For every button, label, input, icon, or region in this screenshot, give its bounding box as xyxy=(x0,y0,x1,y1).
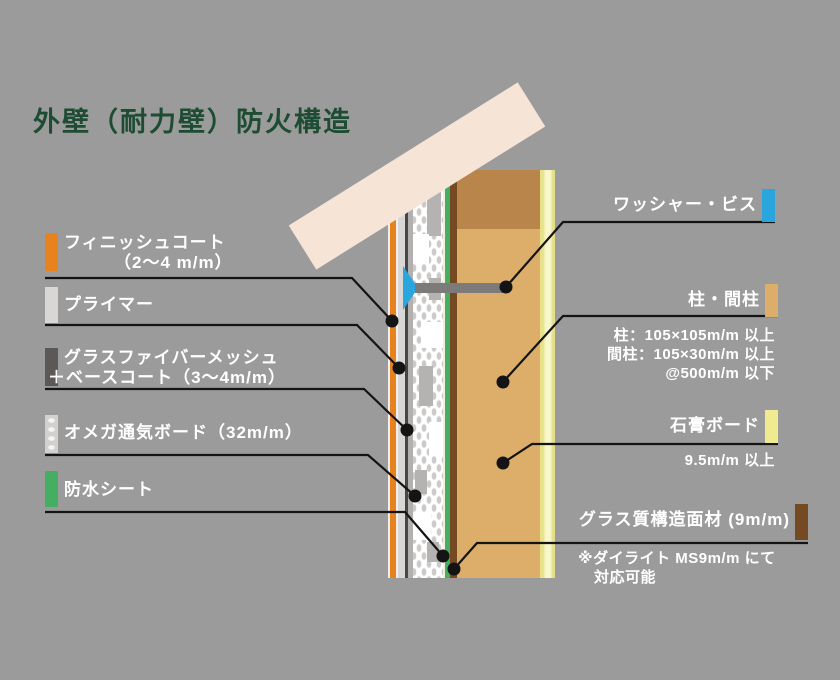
leader-dot xyxy=(436,549,450,563)
label-finish-coat: フィニッシュコート （2〜4 m/m） xyxy=(45,233,233,273)
label-mesh-basecoat: グラスファイバーメッシュ ＋ベースコート（3〜4m/m） xyxy=(45,348,286,388)
note-line: 柱：105×105m/m 以上 xyxy=(613,327,775,344)
leader-washer-screw xyxy=(505,220,775,288)
swatch-omega-board xyxy=(45,415,58,453)
swatch-washer-screw xyxy=(762,189,775,222)
leader-omega-board xyxy=(45,453,416,497)
note-line: 間柱：105×30m/m 以上 xyxy=(607,345,775,363)
label-text: プライマー xyxy=(64,295,154,314)
label-primer: プライマー xyxy=(45,287,154,323)
note-glass-panel: ※ダイライト MS9m/m にて 対応可能 xyxy=(578,550,776,588)
note-gypsum-board: 9.5m/m 以上 xyxy=(685,452,775,471)
label-text: グラスファイバーメッシュ xyxy=(64,348,279,367)
screw-shaft xyxy=(415,283,505,293)
board-patch xyxy=(419,366,433,406)
swatch-gypsum-board xyxy=(765,410,778,443)
board-patch xyxy=(427,192,441,236)
label-omega-board: オメガ通気ボード（32m/m） xyxy=(45,415,303,453)
layer-finish-coat xyxy=(390,170,396,578)
label-glass-panel: グラス質構造面材 (9m/m) xyxy=(579,504,808,540)
board-patch xyxy=(421,322,443,348)
label-text: （2〜4 m/m） xyxy=(114,253,233,273)
leader-dot xyxy=(392,361,406,375)
label-text: ＋ベースコート（3〜4m/m） xyxy=(48,368,287,388)
label-waterproof-sheet: 防水シート xyxy=(45,471,154,507)
swatch-finish-coat xyxy=(45,233,58,271)
leader-waterproof-sheet xyxy=(45,510,444,557)
board-patch xyxy=(429,422,443,456)
swatch-mesh-basecoat xyxy=(45,348,58,386)
layer-board-edge xyxy=(443,170,445,578)
label-text: フィニッシュコート xyxy=(64,233,226,252)
label-pillar-stud: 柱・間柱 xyxy=(688,284,778,317)
leader-dot xyxy=(496,375,510,389)
wall-cross-section xyxy=(388,170,555,578)
label-text: グラス質構造面材 (9m/m) xyxy=(578,510,790,529)
board-patch xyxy=(415,470,427,494)
leader-pillar-stud xyxy=(502,314,778,383)
label-text: 石膏ボード xyxy=(670,416,760,435)
layer-gypsum-board xyxy=(540,170,555,578)
leader-dot xyxy=(385,314,399,328)
note-line: ※ダイライト MS9m/m にて xyxy=(578,550,776,567)
swatch-waterproof-sheet xyxy=(45,471,58,507)
note-line: 対応可能 xyxy=(594,568,657,586)
layer-mesh-basecoat xyxy=(405,170,408,578)
label-text: オメガ通気ボード（32m/m） xyxy=(64,423,303,442)
leader-finish-coat xyxy=(45,276,393,322)
leader-glass-panel xyxy=(453,541,808,570)
swatch-glass-panel xyxy=(795,504,808,540)
note-pillar-stud: 柱：105×105m/m 以上 間柱：105×30m/m 以上 @500m/m … xyxy=(607,327,775,383)
leader-gypsum-board xyxy=(502,442,778,464)
layer-pillar xyxy=(457,170,540,578)
label-gypsum-board: 石膏ボード xyxy=(670,410,778,443)
layer-pillar-shadow xyxy=(457,170,540,229)
label-text: ワッシャー・ビス xyxy=(613,195,757,214)
page-title: 外壁（耐力壁）防火構造 xyxy=(33,107,352,137)
note-line: 9.5m/m 以上 xyxy=(684,452,775,469)
leader-dot xyxy=(408,489,422,503)
note-line: @500m/m 以下 xyxy=(665,364,775,382)
layer-mesh-gray xyxy=(407,170,413,578)
leader-dot xyxy=(499,280,513,294)
leader-primer xyxy=(45,323,400,369)
layer-glass-structural-panel xyxy=(450,170,457,578)
edge-highlight xyxy=(388,170,390,578)
leader-dot xyxy=(447,562,461,576)
leader-dot xyxy=(496,456,510,470)
label-washer-screw: ワッシャー・ビス xyxy=(613,189,775,222)
leader-mesh-basecoat xyxy=(45,387,408,431)
label-text: 防水シート xyxy=(64,480,154,499)
swatch-pillar-stud xyxy=(765,284,778,317)
swatch-primer xyxy=(45,287,58,323)
board-patch xyxy=(413,234,429,264)
board-patch xyxy=(413,512,431,540)
layer-waterproof-sheet xyxy=(445,170,450,578)
layer-omega-board xyxy=(413,170,443,578)
leader-dot xyxy=(400,423,414,437)
label-text: 柱・間柱 xyxy=(688,290,760,309)
